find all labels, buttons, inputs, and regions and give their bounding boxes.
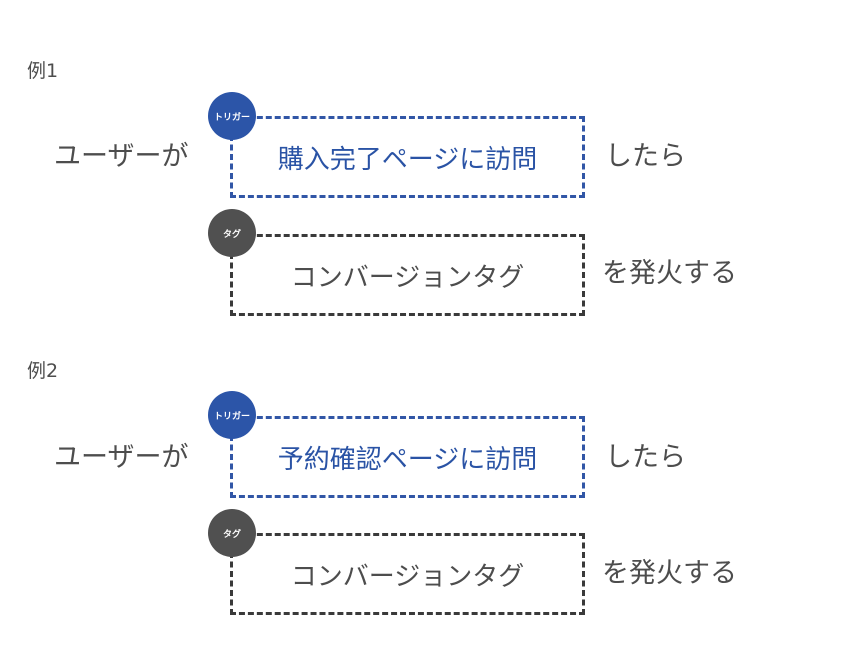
example-1-trigger-suffix: したら — [605, 141, 686, 172]
example-1-tag-suffix: を発火する — [602, 258, 737, 289]
example-1-label: 例1 — [27, 60, 59, 82]
example-1-trigger-text: 購入完了ページに訪問 — [277, 144, 538, 175]
example-2-trigger-badge: トリガー — [208, 391, 256, 439]
example-2-subject: ユーザーが — [54, 442, 189, 473]
example-1-tag-text: コンバージョンタグ — [290, 262, 525, 293]
example-2-trigger-suffix: したら — [605, 442, 686, 473]
example-2-trigger-box: 予約確認ページに訪問 — [230, 416, 585, 498]
example-1-tag-box: コンバージョンタグ — [230, 234, 585, 316]
example-1-subject: ユーザーが — [54, 141, 189, 172]
example-1-trigger-box: 購入完了ページに訪問 — [230, 116, 585, 198]
example-1-trigger-badge: トリガー — [208, 92, 256, 140]
example-2-tag-box: コンバージョンタグ — [230, 533, 585, 615]
example-2-tag-badge: タグ — [208, 509, 256, 557]
example-1-tag-badge: タグ — [208, 209, 256, 257]
example-2-label: 例2 — [27, 360, 59, 382]
example-2-trigger-text: 予約確認ページに訪問 — [277, 444, 538, 475]
example-2-tag-suffix: を発火する — [602, 558, 737, 589]
example-2-tag-text: コンバージョンタグ — [290, 561, 525, 592]
